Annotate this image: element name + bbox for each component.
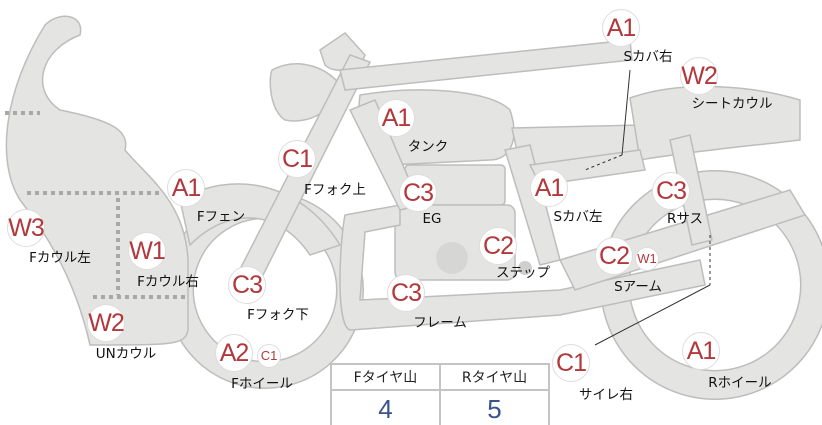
damage-code-badge: W2	[680, 57, 718, 95]
part-label: UNカウル	[95, 346, 157, 362]
rear-shock	[669, 134, 713, 246]
secondary-damage-code-badge: W1	[635, 247, 659, 271]
damage-code-badge: A1	[377, 99, 415, 137]
part-label: シートカウル	[691, 96, 773, 112]
damage-code-badge: A1	[530, 169, 568, 207]
part-label: ステップ	[496, 265, 550, 281]
damage-code-badge: W2	[87, 304, 125, 342]
part-label: Sカバ右	[623, 49, 673, 65]
part-label: Fカウル左	[29, 250, 91, 266]
damage-code-badge: A1	[167, 169, 205, 207]
part-label: サイレ右	[579, 387, 633, 403]
damage-code-badge: C2	[479, 227, 517, 265]
damage-code-badge: W1	[128, 232, 166, 270]
damage-code-badge: W3	[7, 209, 45, 247]
damage-code-badge: C3	[228, 266, 266, 304]
secondary-damage-code-badge: C1	[257, 344, 281, 368]
damage-code-badge: C3	[652, 172, 690, 210]
part-label: EG	[422, 211, 442, 227]
front-tire-header: Fタイヤ山	[330, 363, 441, 391]
part-label: Sカバ左	[553, 209, 603, 225]
part-label: Rホイール	[708, 375, 772, 391]
rear-tire-value: 5	[439, 389, 550, 425]
front-fender	[179, 183, 342, 256]
part-label: Fフォク下	[247, 307, 309, 323]
part-label: Sアーム	[614, 279, 662, 295]
damage-code-badge: A2	[215, 334, 253, 372]
damage-code-badge: C3	[387, 274, 425, 312]
damage-code-badge: C1	[552, 344, 590, 382]
frame	[339, 204, 706, 331]
damage-code-badge: A1	[602, 9, 640, 47]
damage-code-badge: A1	[682, 332, 720, 370]
front-tire-value: 4	[330, 389, 441, 425]
part-label: タンク	[407, 139, 449, 155]
part-label: Rサス	[666, 211, 704, 227]
damage-code-badge: C1	[278, 140, 316, 178]
rear-tire-header: Rタイヤ山	[439, 363, 550, 391]
part-label: フレーム	[413, 315, 467, 331]
part-label: Fフォク上	[304, 182, 366, 198]
damage-code-badge: C2	[595, 237, 633, 275]
part-label: Fフェン	[196, 209, 246, 225]
part-label: Fカウル右	[137, 274, 199, 290]
part-label: Fホイール	[231, 376, 293, 392]
damage-code-badge: C3	[399, 174, 437, 212]
